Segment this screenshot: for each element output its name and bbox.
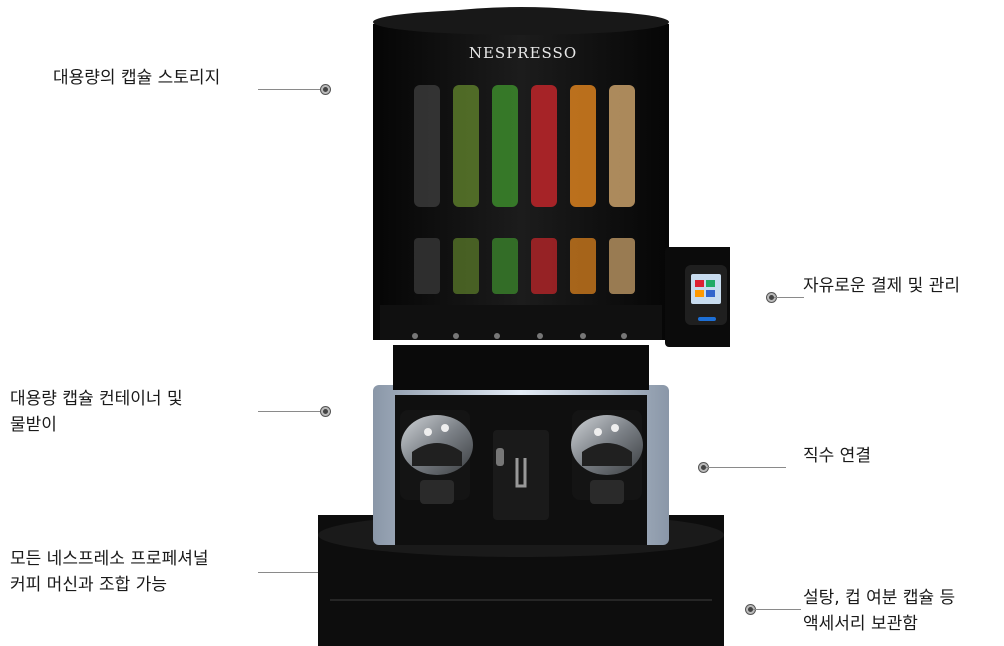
callout-container-line-2: 물받이 [10,415,57,435]
callout-compatibility-label: 모든 네스프레소 프로페셔널 커피 머신과 조합 가능 [10,546,209,598]
callout-payment-line-1: 자유로운 결제 및 관리 [803,276,960,296]
callout-storage-marker [321,85,330,94]
capsule-tube-upper [492,85,518,207]
capsule-tube-lower [414,238,440,294]
callout-accessories-line-1: 설탕, 컵 여분 캡슐 등 [803,588,956,608]
callout-water-line-1: 직수 연결 [803,446,871,466]
callout-accessories-line-2: 액세서리 보관함 [803,614,918,634]
capsule-tube-lower [531,238,557,294]
callout-compatibility-line-1: 모든 네스프레소 프로페셔널 [10,549,209,569]
callout-container-leader [258,411,324,412]
payment-terminal [665,247,730,347]
capsule-tubes [414,85,635,294]
callout-container-label: 대용량 캡슐 컨테이너 및 물받이 [10,386,183,438]
left-espresso-machine [400,410,473,504]
callout-water-leader [706,467,786,468]
callout-accessories-leader [753,609,801,610]
right-espresso-machine [571,410,643,504]
capsule-tube-upper [609,85,635,207]
tower-bolt-row [412,333,627,339]
capsule-tube-upper [414,85,440,207]
capsule-tube-upper [453,85,479,207]
capsule-tube-lower [609,238,635,294]
capsule-tube-lower [492,238,518,294]
capsule-tube-lower [453,238,479,294]
callout-container-line-1: 대용량 캡슐 컨테이너 및 [10,389,183,409]
callout-storage-label: 대용량의 캡슐 스토리지 [53,65,220,91]
callout-water-label: 직수 연결 [803,443,871,469]
callout-storage-line-1: 대용량의 캡슐 스토리지 [53,68,221,88]
callout-accessories-label: 설탕, 컵 여분 캡슐 등 액세서리 보관함 [803,585,955,637]
capsule-tube-upper [570,85,596,207]
callout-compatibility-leader [258,572,320,573]
callout-container-marker [321,407,330,416]
coffee-tower-illustration: NESPRESSO [318,7,730,646]
brand-logo: NESPRESSO [469,44,577,62]
water-connection [493,430,549,520]
callout-compatibility-line-2: 커피 머신과 조합 가능 [10,575,167,595]
callout-storage-leader [258,89,324,90]
tower-neck [393,345,649,390]
capsule-tube-upper [531,85,557,207]
capsule-tube-lower [570,238,596,294]
callout-payment-leader [774,297,804,298]
callout-payment-label: 자유로운 결제 및 관리 [803,273,960,299]
